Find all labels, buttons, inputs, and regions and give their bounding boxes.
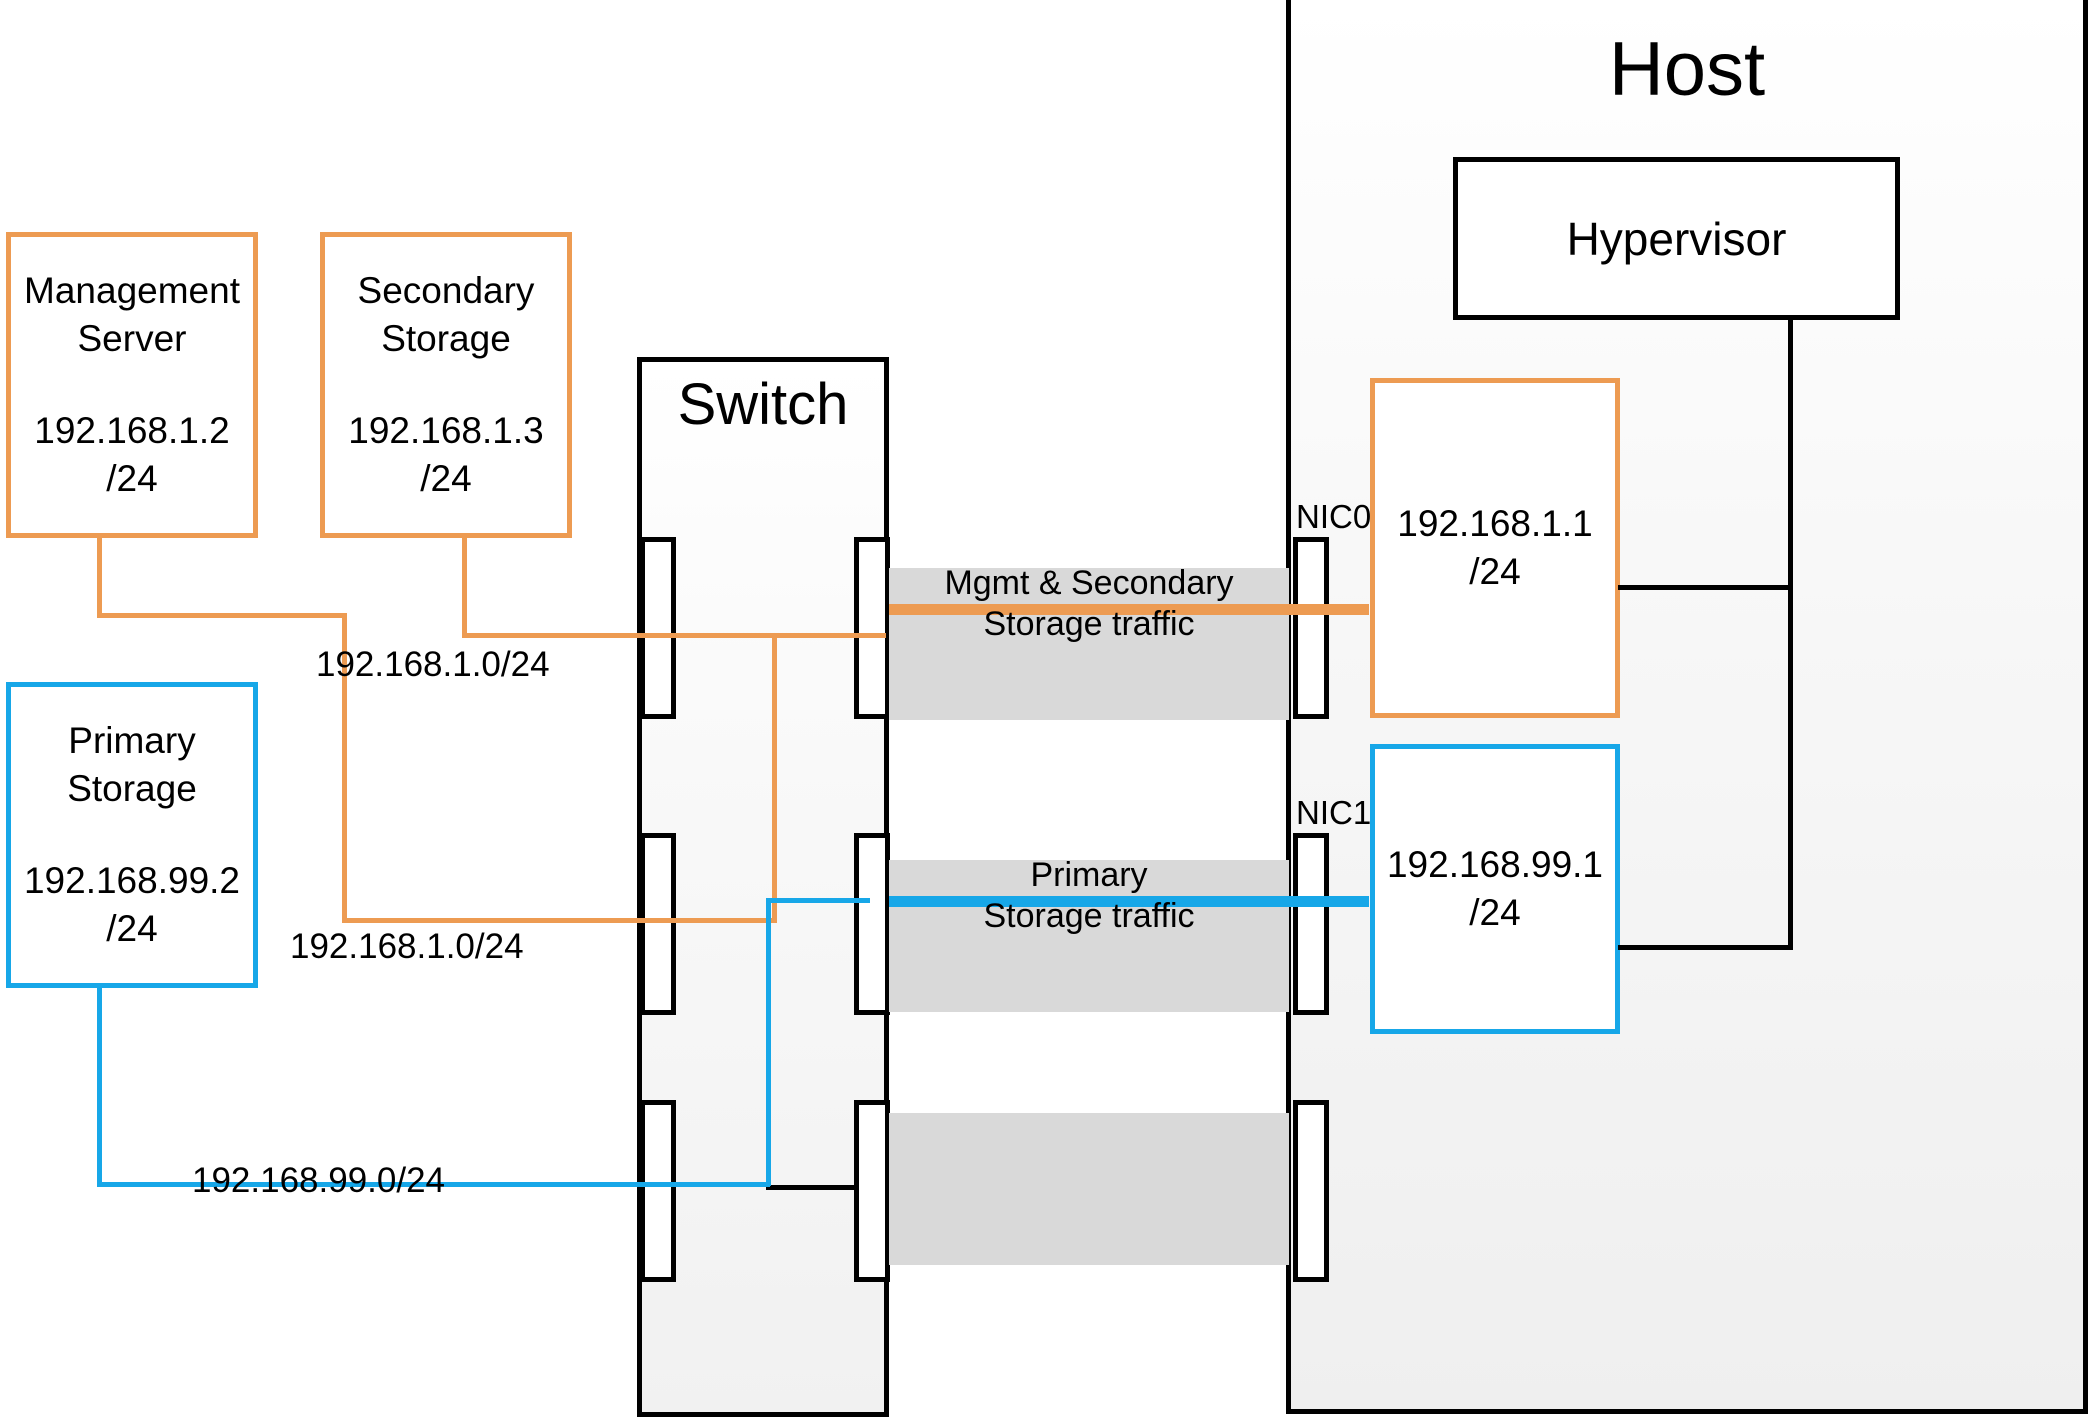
hypervisor-to-nic0-line [1618,585,1793,590]
management-server-name-line1: Management [24,270,240,311]
primary-storage-name-line2: Storage [67,768,197,809]
host-port-nic0 [1293,537,1329,719]
mgmt-subnet-label-top: 192.168.1.0/24 [316,645,550,684]
primary-traffic-label-line1: Primary [1030,856,1148,894]
primary-storage-mask: /24 [106,908,158,949]
mgmt-server-drop-line [97,536,102,618]
nic0-mask: /24 [1469,551,1521,592]
primary-storage-drop-line [97,986,102,1186]
secondary-storage-to-switch-line [462,633,648,638]
nic0-label: NIC0 [1296,498,1372,535]
switch-internal-mgmt-in2-line [648,918,776,923]
management-server-mask: /24 [106,458,158,499]
hypervisor-label: Hypervisor [1566,212,1787,265]
host-title: Host [1608,27,1766,112]
primary-traffic-band [889,860,1289,1012]
switch-bottom-stub-line [766,1185,858,1190]
switch-internal-mgmt-riser-line [772,633,777,923]
nic1-label: NIC1 [1296,794,1372,831]
secondary-storage-name-line2: Storage [381,318,511,359]
switch-internal-primary-out-line [766,898,870,903]
switch-port-left-2 [640,833,676,1015]
management-server-ip: 192.168.1.2 [34,410,230,451]
primary-traffic-label-line2: Storage traffic [983,897,1195,935]
nic1-address-box: 192.168.99.1 /24 [1370,744,1620,1034]
switch-internal-mgmt-in-line [648,633,776,638]
switch-port-left-1 [640,537,676,719]
hypervisor-trunk-line [1788,318,1793,950]
primary-traffic-line [889,896,1369,907]
switch-port-left-3 [640,1100,676,1282]
nic1-mask: /24 [1469,892,1521,933]
switch-port-right-3 [854,1100,890,1282]
hypervisor-to-nic1-line [1618,945,1793,950]
mgmt-traffic-line [889,604,1369,615]
nic0-address-box: 192.168.1.1 /24 [1370,378,1620,718]
nic0-ip: 192.168.1.1 [1397,503,1593,544]
secondary-storage-mask: /24 [420,458,472,499]
secondary-storage-drop-line [462,536,467,638]
secondary-storage-ip: 192.168.1.3 [348,410,544,451]
switch-port-right-2 [854,833,890,1015]
host-port-nic1 [1293,833,1329,1015]
mgmt-server-drop2-line [342,613,347,923]
management-server-name-line2: Server [77,318,187,359]
switch-container [637,357,889,1417]
switch-internal-primary-in-line [672,1182,770,1187]
switch-to-nic0-line [866,633,886,638]
management-server-box: Management Server 192.168.1.2 /24 [6,232,258,538]
primary-storage-box: Primary Storage 192.168.99.2 /24 [6,682,258,988]
primary-storage-to-switch-line [97,1182,672,1187]
secondary-storage-name-line1: Secondary [357,270,535,311]
primary-storage-name-line1: Primary [68,720,196,761]
switch-title: Switch [677,372,849,437]
switch-internal-primary-riser-line [766,898,771,1186]
hypervisor-box: Hypervisor [1453,157,1900,320]
mgmt-server-run-right-line [97,613,347,618]
host-port-spare [1293,1100,1329,1282]
secondary-storage-box: Secondary Storage 192.168.1.3 /24 [320,232,572,538]
primary-storage-ip: 192.168.99.2 [23,860,241,901]
switch-port-right-1 [854,537,890,719]
mgmt-server-to-switch-line [342,918,648,923]
nic1-ip: 192.168.99.1 [1386,844,1604,885]
mgmt-traffic-band [889,568,1289,720]
switch-internal-mgmt-out-line [772,633,870,638]
spare-traffic-band [889,1113,1289,1265]
storage-subnet-label: 192.168.99.0/24 [192,1161,446,1200]
mgmt-subnet-label-bottom: 192.168.1.0/24 [290,927,524,966]
mgmt-traffic-label-line2: Storage traffic [983,605,1195,643]
mgmt-traffic-label-line1: Mgmt & Secondary [944,564,1234,602]
